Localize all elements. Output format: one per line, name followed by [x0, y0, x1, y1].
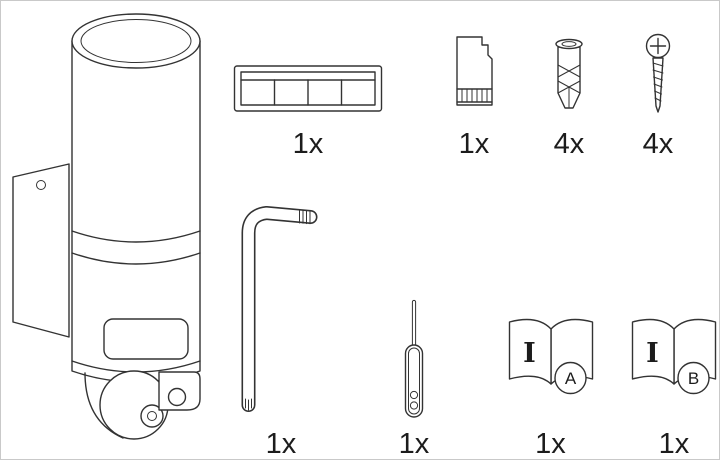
sd-card-item: 1x — [449, 31, 499, 159]
manual-b-page-letter: I — [646, 338, 659, 369]
cover-plate-qty: 1x — [292, 128, 324, 160]
manual-a-page-letter: I — [523, 338, 536, 369]
wall-camera-light-icon — [12, 13, 201, 440]
manual-b-badge: B — [688, 369, 699, 388]
manual-a-item: I A 1x — [503, 193, 598, 459]
pin-tool-qty: 1x — [398, 428, 430, 460]
wall-anchor-qty: 4x — [553, 128, 585, 160]
mounting-plate-icon — [233, 65, 383, 112]
manual-b-qty: 1x — [658, 428, 690, 460]
microsd-card-icon — [456, 36, 493, 106]
instruction-booklet-a-icon: I A — [508, 318, 593, 395]
device-item — [1, 1, 221, 459]
cover-plate-item: 1x — [233, 31, 383, 159]
sd-card-qty: 1x — [458, 128, 490, 160]
manual-a-qty: 1x — [535, 428, 566, 460]
hex-allen-key-icon — [241, 206, 318, 412]
pin-tool-item: 1x — [389, 193, 439, 459]
wall-anchor-item: 4x — [551, 31, 587, 159]
instruction-booklet-b-icon: I B — [631, 318, 717, 395]
phillips-screw-icon — [645, 33, 671, 113]
allen-key-qty: 1x — [265, 428, 297, 460]
reset-pin-tool-icon — [404, 299, 424, 418]
manual-a-badge: A — [564, 369, 576, 388]
manual-b-item: I B 1x — [629, 193, 719, 459]
allen-key-item: 1x — [231, 193, 331, 459]
wall-plug-anchor-icon — [555, 38, 583, 109]
screw-qty: 4x — [642, 128, 674, 160]
screw-item: 4x — [641, 31, 675, 159]
